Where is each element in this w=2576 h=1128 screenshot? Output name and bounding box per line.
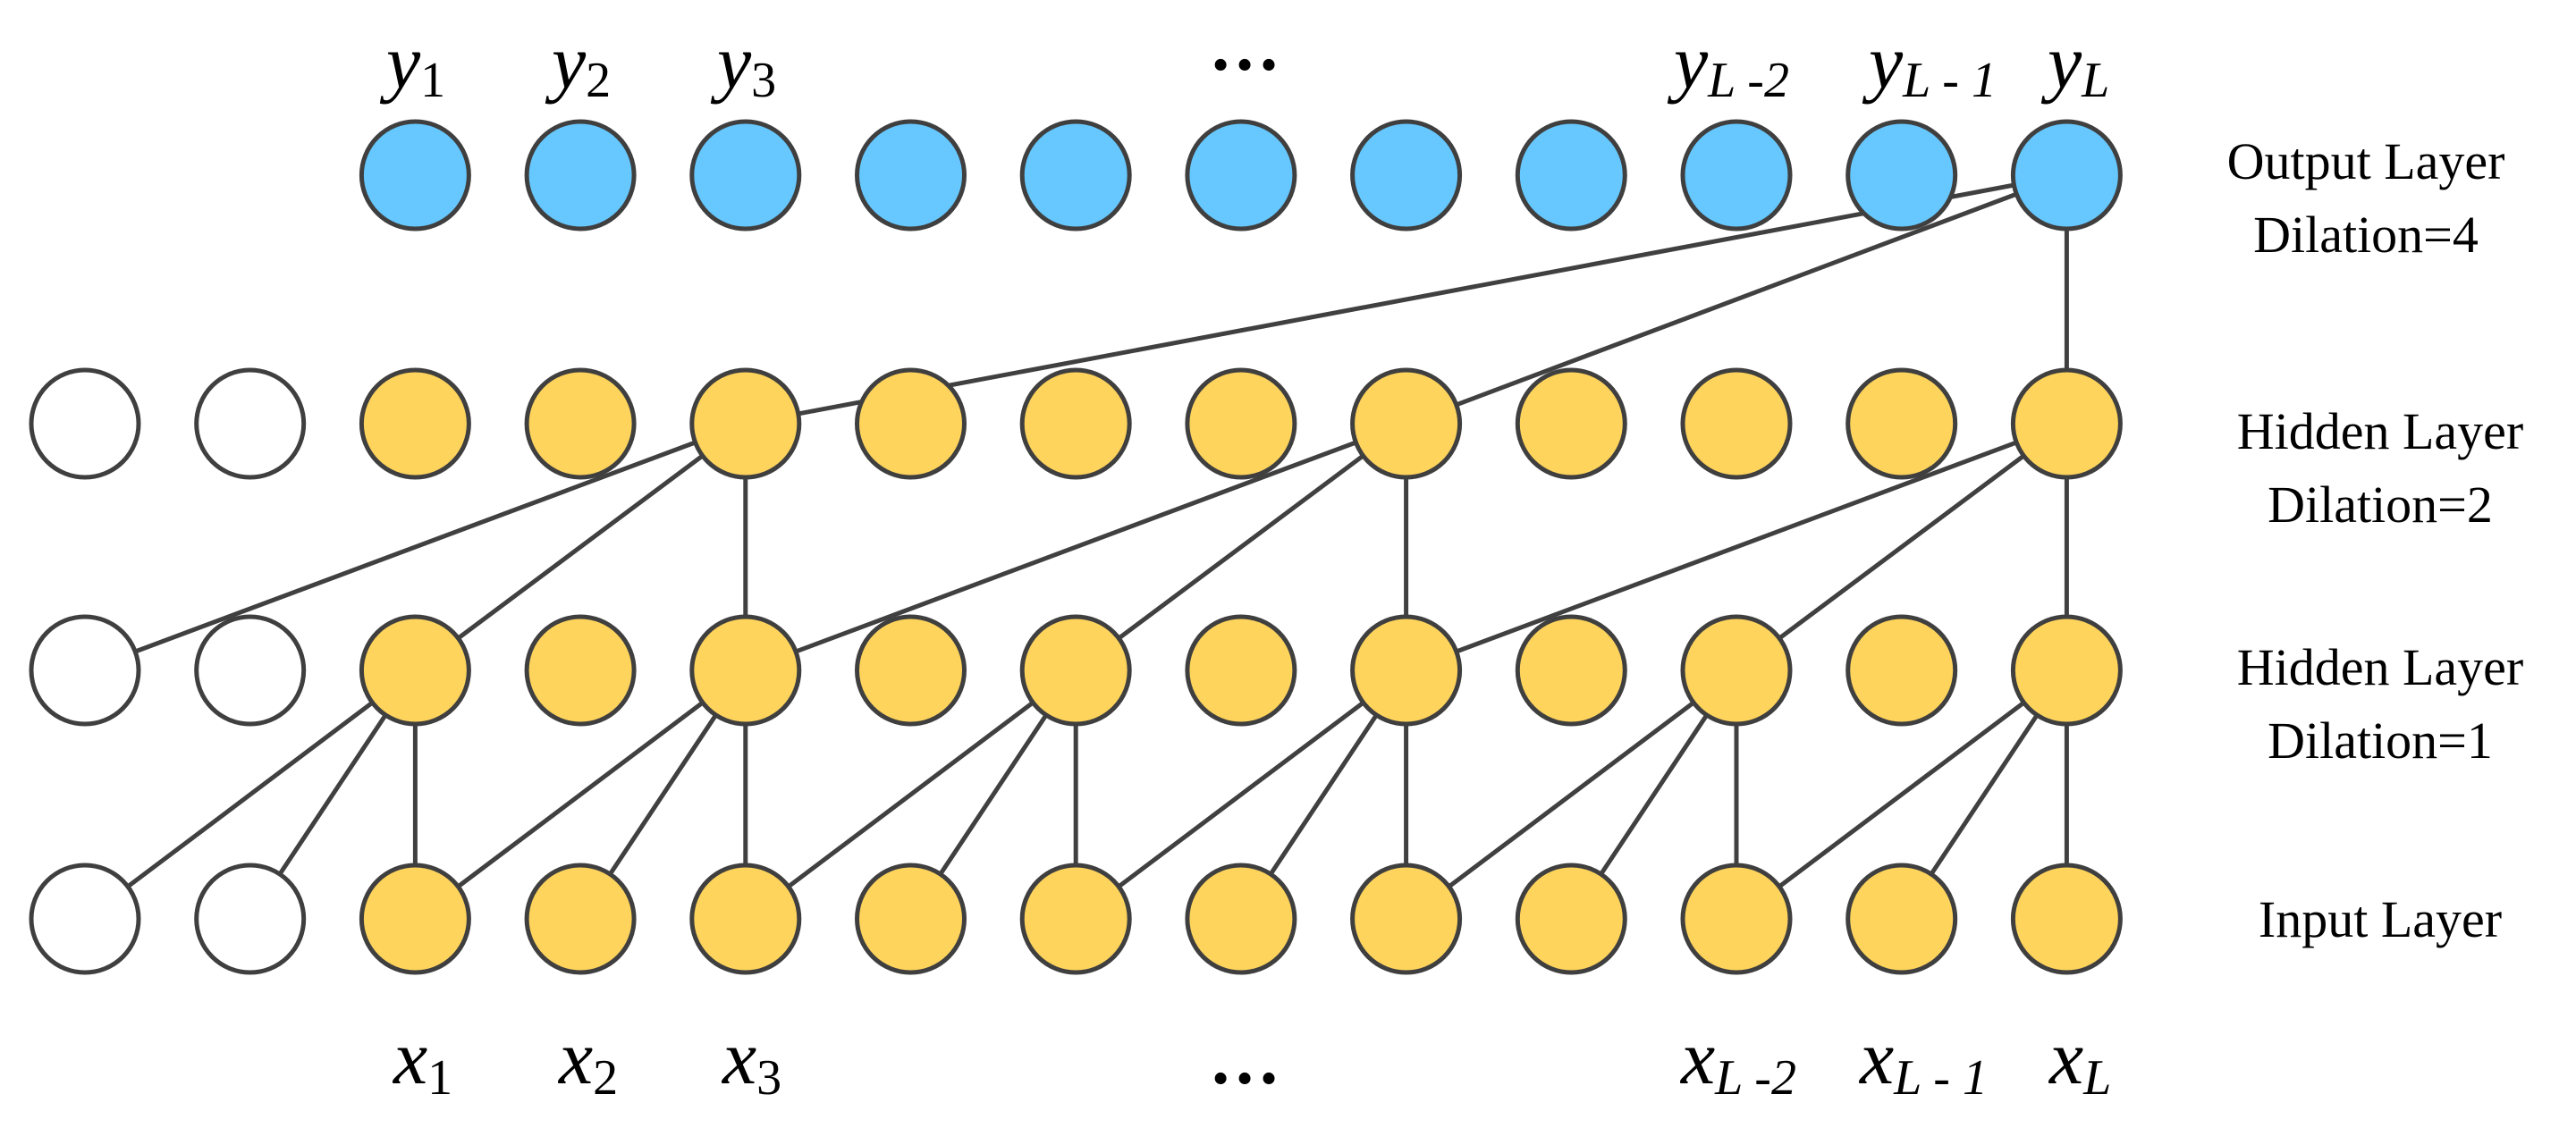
input-label-x3: x3 [721,1014,781,1106]
input-node [1515,863,1627,975]
hidden1-node [1019,614,1132,727]
hidden-layer-1-name: Hidden Layer [2237,638,2523,696]
padding-node [194,367,307,480]
padding-node [29,614,141,727]
hidden2-node [689,367,802,480]
output-node [1845,119,1958,231]
input-node [524,863,637,975]
edge-input-to-hidden1 [1073,668,1409,922]
padding-node [194,863,307,975]
output-layer-dilation: Dilation=4 [2253,206,2479,264]
output-node [359,119,471,231]
output-node [2010,119,2123,231]
output-label-y1: y1 [379,19,445,108]
edge-input-to-hidden1 [743,668,1078,922]
output-node [1515,119,1627,231]
edge-input-to-hidden1 [412,668,748,922]
hidden-layer-2-dilation: Dilation=2 [2268,476,2493,534]
hidden2-node [1680,367,1793,480]
input-label-x2: x2 [557,1014,618,1106]
hidden1-node [1680,614,1793,727]
input-node [1350,863,1463,975]
hidden2-node [524,367,637,480]
padding-node [29,367,141,480]
output-node [524,119,637,231]
input-node [1019,863,1132,975]
output-label-yL: yL [2040,19,2109,108]
hidden1-node [1185,614,1297,727]
edge-hidden1-to-hidden2 [1404,421,2069,673]
output-label-y3: y3 [710,19,776,108]
input-node [689,863,802,975]
edge-hidden1-to-hidden2 [412,421,748,673]
hidden-layer-1-dilation: Dilation=1 [2268,711,2493,770]
hidden1-node [1350,614,1463,727]
input-node [1845,863,1958,975]
input-label-x1: x1 [392,1014,452,1106]
padding-node [194,614,307,727]
hidden-layer-2-name: Hidden Layer [2237,402,2523,460]
edge-hidden2-to-output [1404,173,2069,426]
input-ellipsis: … [1209,1021,1280,1099]
output-node [1019,119,1132,231]
edge-hidden1-to-hidden2 [82,421,748,673]
hidden1-node [1515,614,1627,727]
output-node [855,119,967,231]
hidden2-node [1350,367,1463,480]
hidden2-node [1185,367,1297,480]
edge-hidden1-to-hidden2 [1073,421,1409,673]
output-node [1350,119,1463,231]
input-label-xL: xL [2048,1014,2111,1106]
input-label-xL-1: xL - 1 [1858,1014,1988,1106]
input-sequence-labels: x1 x2 x3 … xL -2 xL - 1 xL [392,1014,2111,1106]
output-node [1680,119,1793,231]
edge-hidden1-to-hidden2 [743,421,1409,673]
edge-input-to-hidden1 [82,668,418,922]
hidden1-node [855,614,967,727]
output-label-y2: y2 [545,19,611,108]
input-node [1185,863,1297,975]
edge-hidden2-to-output [743,173,2069,426]
input-node [1680,863,1793,975]
layer-labels: Output Layer Dilation=4 Hidden Layer Dil… [2227,132,2524,948]
output-sequence-labels: y1 y2 y3 … yL -2 yL - 1 yL [379,7,2109,108]
hidden1-node [524,614,637,727]
hidden2-node [855,367,967,480]
neuron-nodes [29,119,2123,975]
output-label-yL-2: yL -2 [1667,19,1789,108]
input-node [359,863,471,975]
input-node [2010,863,2123,975]
output-layer-name: Output Layer [2227,132,2505,190]
hidden2-node [1019,367,1132,480]
hidden2-node [2010,367,2123,480]
output-ellipsis: … [1209,7,1280,86]
hidden2-node [1845,367,1958,480]
edge-hidden1-to-hidden2 [1734,421,2069,673]
hidden1-node [1845,614,1958,727]
padding-node [29,863,141,975]
hidden2-node [1515,367,1627,480]
hidden1-node [2010,614,2123,727]
connection-edges [82,173,2069,922]
input-layer-name: Input Layer [2259,890,2502,948]
hidden1-node [689,614,802,727]
input-label-xL-2: xL -2 [1679,1014,1796,1106]
output-node [689,119,802,231]
hidden2-node [359,367,471,480]
edge-input-to-hidden1 [1404,668,1739,922]
hidden1-node [359,614,471,727]
edge-input-to-hidden1 [1734,668,2069,922]
output-label-yL-1: yL - 1 [1862,19,1997,108]
output-node [1185,119,1297,231]
input-node [855,863,967,975]
